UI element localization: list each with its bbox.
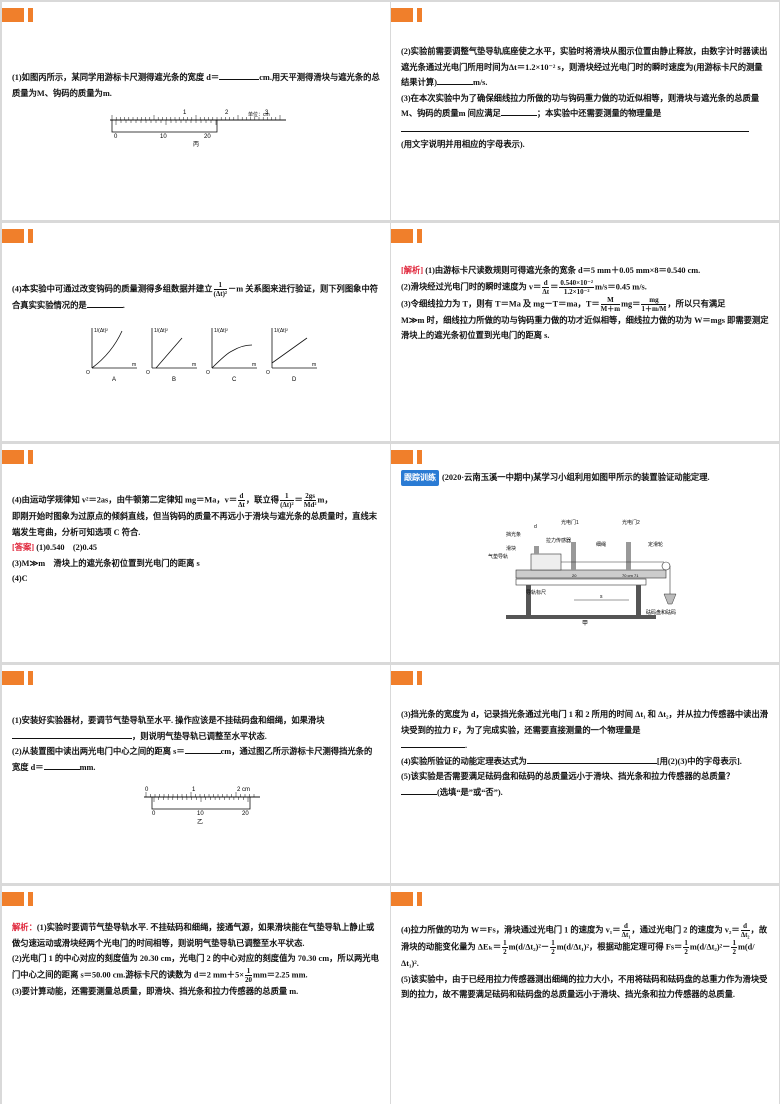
svg-text:m: m xyxy=(132,362,136,368)
answer-blank[interactable] xyxy=(436,75,473,85)
svg-text:B: B xyxy=(172,377,176,383)
label-pulley: 定滑轮 xyxy=(648,541,663,548)
apparatus-figure-a: 挡光条 d 拉力传感器 滑块 气垫导轨 光电门1 光电门2 细绳 定滑轮 导轨标… xyxy=(488,519,677,627)
ruler-main-label: 3 xyxy=(265,110,269,116)
svg-text:1/(Δt)²: 1/(Δt)² xyxy=(94,328,108,334)
slide-9: 解析：(1)实验时要调节气垫导轨水平. 不挂砝码和细绳，接通气源，如果滑块能在气… xyxy=(2,886,390,1104)
svg-text:O: O xyxy=(86,370,90,376)
label-ruler: 导轨标尺 xyxy=(526,589,546,596)
svg-text:D: D xyxy=(292,377,297,383)
answer-blank[interactable] xyxy=(401,122,749,132)
svg-text:O: O xyxy=(146,370,150,376)
svg-text:O: O xyxy=(266,370,270,376)
answer-blank[interactable] xyxy=(401,785,437,795)
vernier-caliper-figure-b: 0 1 2 cm 0 10 20 乙 xyxy=(144,787,260,825)
question-2-3-text: (2)实验前需要调整气垫导轨底座使之水平，实验时将滑块从图示位置由静止释放，由数… xyxy=(401,47,768,149)
svg-text:m: m xyxy=(312,362,316,368)
label-sensor: 拉力传感器 xyxy=(546,537,571,544)
label-d: d xyxy=(534,524,537,530)
ruler-unit: 单位：cm xyxy=(248,111,270,118)
graph-c[interactable]: 1/(Δt)² m O C xyxy=(206,328,257,383)
graph-a[interactable]: 1/(Δt)² m O A xyxy=(86,328,137,383)
label-shade-strip: 挡光条 xyxy=(506,531,521,538)
figure-caption: 甲 xyxy=(582,620,588,627)
figure-caption: 丙 xyxy=(193,141,199,148)
svg-text:O: O xyxy=(206,370,210,376)
analysis-label: [解析] xyxy=(401,266,424,275)
svg-text:m: m xyxy=(192,362,196,368)
label-rail: 气垫导轨 xyxy=(488,553,508,560)
graph-d[interactable]: 1/(Δt)² m O D xyxy=(266,328,317,383)
svg-text:1/(Δt)²: 1/(Δt)² xyxy=(214,328,228,334)
label-slider: 滑块 xyxy=(506,545,516,552)
questions-1-2-text: (1)安装好实验器材，要调节气垫导轨至水平. 操作应该是不挂砝码盘和细绳，如果滑… xyxy=(12,716,373,772)
label-weights: 砝码盘和砝码 xyxy=(646,609,676,616)
vernier-label: 0 xyxy=(114,134,118,140)
follow-up-intro: 跟踪训练(2020·云南玉溪一中期中)某学习小组利用如图甲所示的装置验证动能定理… xyxy=(401,470,769,486)
analysis-text-2: 解析：(1)实验时要调节气垫导轨水平. 不挂砝码和细绳，接通气源，如果滑块能在气… xyxy=(12,923,379,996)
svg-text:1/(Δt)²: 1/(Δt)² xyxy=(274,328,288,334)
label-gate-1: 光电门1 xyxy=(561,519,579,526)
ruler-main-label: 1 xyxy=(183,110,187,116)
fraction: 1(Δt)² xyxy=(213,281,227,298)
figure-caption: 乙 xyxy=(197,819,203,825)
answer-blank[interactable] xyxy=(401,738,465,748)
answer-blank[interactable] xyxy=(86,298,123,308)
svg-text:A: A xyxy=(112,377,116,383)
vernier-label: 20 xyxy=(242,811,249,817)
label-string: 细绳 xyxy=(596,541,606,548)
option-graphs: 1/(Δt)² m O A 1/(Δt)² m O B 1/(Δt)² m O … xyxy=(86,328,317,383)
answer-blank[interactable] xyxy=(219,70,260,80)
graph-b[interactable]: 1/(Δt)² m O B xyxy=(146,328,197,383)
answer-label: [答案] xyxy=(12,543,35,552)
vernier-label: 0 xyxy=(152,811,156,817)
svg-text:1/(Δt)²: 1/(Δt)² xyxy=(154,328,168,334)
label-gate-2: 光电门2 xyxy=(622,519,640,526)
answer-blank[interactable] xyxy=(184,744,221,754)
svg-text:m: m xyxy=(252,362,256,368)
answer-blank[interactable] xyxy=(12,729,132,739)
answer-blank[interactable] xyxy=(43,760,80,770)
follow-up-badge: 跟踪训练 xyxy=(401,470,439,486)
analysis-label: 解析： xyxy=(12,923,37,932)
question-1-text: (1)如图丙所示，某同学用游标卡尺测得遮光条的宽度 d＝cm.用天平测得滑块与遮… xyxy=(12,70,380,101)
slide-7: (1)安装好实验器材，要调节气垫导轨至水平. 操作应该是不挂砝码盘和细绳，如果滑… xyxy=(2,665,390,883)
answer-blank[interactable] xyxy=(500,106,537,116)
reading-gate-2: 70 cm 71 xyxy=(622,573,639,578)
slide-4: [解析] (1)由游标卡尺读数规则可得遮光条的宽条 d＝5 mm＋0.05 mm… xyxy=(391,223,779,441)
questions-3-5-text: (3)挡光条的宽度为 d，记录挡光条通过光电门 1 和 2 所用的时间 Δt₁ … xyxy=(401,710,769,797)
vernier-label: 20 xyxy=(204,134,211,140)
slide-8: (3)挡光条的宽度为 d，记录挡光条通过光电门 1 和 2 所用的时间 Δt₁ … xyxy=(391,665,779,883)
slide-6: 跟踪训练(2020·云南玉溪一中期中)某学习小组利用如图甲所示的装置验证动能定理… xyxy=(391,444,779,662)
ruler-main-label: 2 xyxy=(225,110,229,116)
vernier-label: 10 xyxy=(160,134,167,140)
answer-blank[interactable] xyxy=(526,754,657,764)
slide-1: (1)如图丙所示，某同学用游标卡尺测得遮光条的宽度 d＝cm.用天平测得滑块与遮… xyxy=(2,2,390,220)
svg-text:C: C xyxy=(232,377,237,383)
ruler-main-label: 0 xyxy=(145,787,149,793)
ruler-main-label: 2 cm xyxy=(237,787,250,793)
vernier-label: 10 xyxy=(197,811,204,817)
ruler-main-label: 1 xyxy=(192,787,196,793)
analysis-text: [解析] (1)由游标卡尺读数规则可得遮光条的宽条 d＝5 mm＋0.05 mm… xyxy=(401,266,769,340)
slide-2: (2)实验前需要调整气垫导轨底座使之水平，实验时将滑块从图示位置由静止释放，由数… xyxy=(391,2,779,220)
reading-gate-1: 20 xyxy=(572,573,577,578)
vernier-caliper-figure-c: 1 2 3 单位：cm 0 10 20 丙 xyxy=(110,110,286,148)
label-s: s xyxy=(600,594,603,600)
